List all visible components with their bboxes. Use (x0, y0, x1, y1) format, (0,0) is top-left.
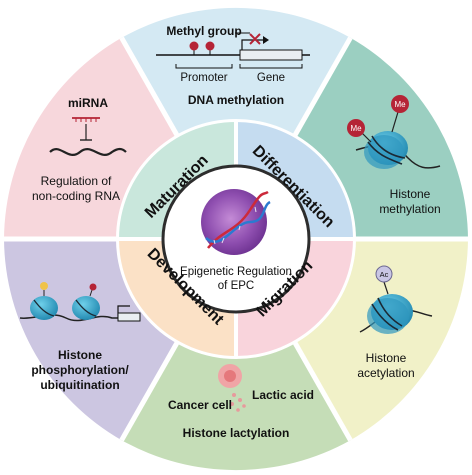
me-mark-icon (391, 95, 409, 113)
histone-phospho-title-line2: phosphorylation/ (31, 363, 129, 377)
me-mark-label: Me (350, 124, 362, 133)
rna-strand-icon (49, 147, 127, 156)
histone-acetylation-illustration: Ac Histone acetylation (357, 265, 433, 380)
dna-methylation-title: DNA methylation (188, 93, 284, 107)
sector-histone-acetylation (294, 239, 468, 441)
center-title-line1: Epigenetic Regulation (180, 266, 292, 278)
histone-phosphorylation-illustration: Histone phosphorylation/ ubiquitination (19, 282, 141, 392)
block-x-icon (249, 33, 261, 45)
histone-lactylation-illustration: Cancer cell Lactic acid Histone lactylat… (168, 364, 314, 440)
chromatin-strand (19, 314, 132, 322)
gene-box (239, 49, 303, 61)
phospho-mark-icon (89, 283, 97, 291)
noncoding-rna-title-line1: Regulation of (41, 174, 112, 188)
center-title-line2: of EPC (218, 280, 254, 292)
lactic-acid-dots (230, 393, 246, 412)
sector-histone-lactylation (121, 341, 351, 471)
histone-methylation-illustration: Me Me Histone methylation (347, 95, 441, 216)
arrowhead-icon (263, 36, 269, 44)
me-mark-label: Me (394, 100, 406, 109)
gene-box (117, 312, 141, 322)
methyl-group-icon (189, 41, 215, 55)
gene-bracket (239, 64, 303, 69)
lactic-acid-label: Lactic acid (252, 388, 314, 402)
histone-phospho-title-line3: ubiquitination (40, 378, 119, 392)
dna-helix-icon (205, 190, 271, 249)
noncoding-rna-illustration: miRNA Regulation of non-coding RNA (32, 96, 127, 203)
sector-noncoding-rna (4, 37, 178, 239)
sector-dna-methylation (121, 7, 351, 137)
noncoding-rna-title-line2: non-coding RNA (32, 189, 120, 203)
nucleosome-icon (30, 296, 58, 320)
nucleosome-icon (72, 296, 100, 320)
dna-methylation-illustration: Methyl group Promoter Gene DNA methylati… (156, 24, 310, 107)
me-mark-icon (347, 119, 365, 137)
histone-acetylation-title-line2: acetylation (357, 366, 414, 380)
promoter-bracket (175, 64, 233, 69)
outer-separators (4, 36, 468, 442)
histone-lactylation-title: Histone lactylation (183, 426, 290, 440)
histone-methylation-title-line2: methylation (379, 202, 440, 216)
histone-phospho-title-line1: Histone (58, 348, 102, 362)
ac-mark-label: Ac (380, 270, 389, 279)
histone-methylation-title-line1: Histone (390, 187, 431, 201)
promoter-label: Promoter (180, 72, 227, 84)
mirna-label: miRNA (68, 96, 108, 110)
sector-histone-phosphorylation (4, 239, 178, 441)
gene-label: Gene (257, 72, 285, 84)
methyl-group-label: Methyl group (166, 24, 241, 38)
histone-acetylation-title-line1: Histone (366, 351, 407, 365)
cancer-cell-label: Cancer cell (168, 398, 232, 412)
ub-mark-icon (40, 282, 48, 290)
ac-mark-icon (375, 265, 393, 283)
